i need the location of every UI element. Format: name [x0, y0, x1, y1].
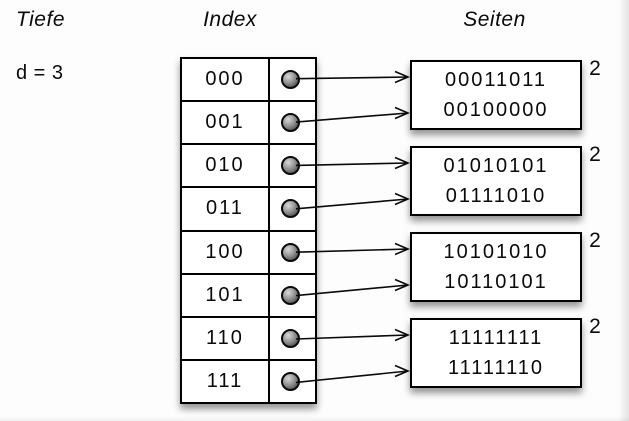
index-entry-label: 001 — [182, 102, 270, 144]
page-box-4: 11111111 11111110 — [410, 318, 582, 388]
page-box-1: 00011011 00100000 — [410, 60, 582, 130]
pages-column-title: Seiten — [463, 8, 526, 31]
index-row-011: 011 — [182, 188, 315, 232]
local-depth-badge-4: 2 — [589, 315, 601, 338]
index-row-101: 101 — [182, 274, 315, 318]
page-entry: 10101010 — [443, 241, 549, 263]
local-depth-badge-1: 2 — [589, 57, 601, 80]
pointer-dot-icon — [281, 242, 300, 262]
index-row-110: 110 — [182, 317, 315, 361]
index-entry-label: 011 — [182, 188, 270, 230]
index-entry-label: 000 — [182, 59, 270, 101]
pointer-cell — [270, 318, 315, 359]
pointer-cell — [270, 361, 315, 402]
page-entry: 11111110 — [447, 357, 545, 379]
pointer-dot-icon — [281, 113, 300, 133]
pointer-cell — [270, 275, 315, 316]
pointer-cell — [270, 102, 315, 143]
pointer-cell — [270, 188, 315, 229]
pointer-cell — [270, 232, 315, 273]
page-entry: 01111010 — [445, 185, 547, 207]
page-entry: 00100000 — [443, 99, 549, 121]
page-entry: 11111111 — [448, 327, 544, 349]
page-entry: 01010101 — [443, 155, 549, 177]
index-row-111: 111 — [182, 360, 315, 402]
pointer-dot-icon — [281, 328, 300, 348]
pointer-dot-icon — [281, 70, 300, 90]
window-edge-shade-bottom — [0, 416, 629, 421]
index-entry-label: 100 — [182, 231, 270, 273]
local-depth-badge-2: 2 — [589, 143, 601, 166]
pointer-cell — [270, 145, 315, 186]
index-entry-label: 010 — [182, 145, 270, 187]
index-entry-label: 110 — [182, 317, 270, 359]
page-entry: 10110101 — [444, 271, 548, 293]
page-box-2: 01010101 01111010 — [410, 146, 582, 216]
local-depth-badge-3: 2 — [589, 229, 601, 252]
global-depth-value: d = 3 — [16, 62, 64, 84]
index-entry-label: 101 — [182, 274, 270, 316]
page-box-3: 10101010 10110101 — [410, 232, 582, 302]
index-row-001: 001 — [182, 102, 315, 146]
index-entry-label: 111 — [182, 360, 270, 402]
pointer-dot-icon — [281, 199, 300, 219]
index-table: 000 001 010 011 100 101 110 111 — [180, 57, 317, 404]
index-row-100: 100 — [182, 231, 315, 275]
pointer-cell — [270, 59, 315, 100]
index-row-010: 010 — [182, 145, 315, 189]
pointer-dot-icon — [281, 371, 300, 391]
window-edge-shade-right — [618, 0, 629, 421]
depth-column-title: Tiefe — [16, 8, 66, 31]
page-entry: 00011011 — [444, 69, 547, 91]
pointer-dot-icon — [281, 156, 300, 176]
index-column-title: Index — [203, 8, 257, 31]
pointer-dot-icon — [281, 285, 300, 305]
index-row-000: 000 — [182, 59, 315, 103]
